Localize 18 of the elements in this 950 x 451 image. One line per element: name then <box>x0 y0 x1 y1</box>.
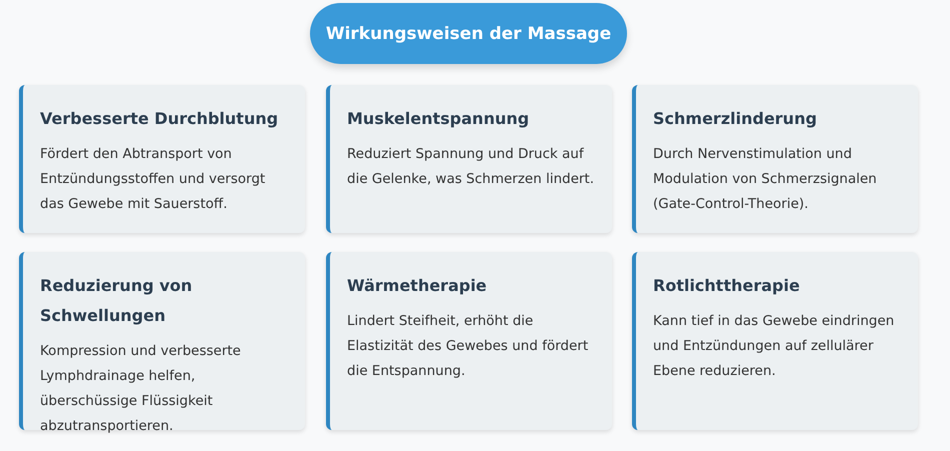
card-description: Lindert Steifheit, erhöht die Elastizität des Gewebes und fördert die Entspannung. <box>347 312 590 381</box>
info-card <box>326 252 612 430</box>
card-description: Kann tief in das Gewebe eindringen und Entzündungen auf zellulärer Ebene reduzieren. <box>653 312 896 381</box>
card-heading: Schmerzlinderung <box>653 108 818 130</box>
card-description: Reduziert Spannung und Druck auf die Gelenke, was Schmerzen lindert. <box>347 145 596 189</box>
info-card <box>632 85 918 233</box>
card-description: Durch Nervenstimulation und Modulation von Schmerzsignalen (Gate-Control-Theorie). <box>653 145 878 214</box>
card-heading: Rotlichttherapie <box>653 275 801 297</box>
card-description: Kompression und verbesserte Lymphdrainage helfen, überschüssige Flüssigkeit abzutransportieren. <box>40 342 242 436</box>
info-card <box>326 85 612 233</box>
info-card <box>632 252 918 430</box>
card-description: Fördert den Abtransport von Entzündungsstoffen und versorgt das Gewebe mit Sauerstoff. <box>40 145 266 214</box>
card-heading: Verbesserte Durchblutung <box>40 108 280 130</box>
card-heading: Muskelentspannung <box>347 108 530 130</box>
title-banner: Wirkungsweisen der Massage <box>310 3 627 64</box>
card-heading: Wärmetherapie <box>347 275 488 297</box>
card-heading: Reduzierung von Schwellungen <box>40 275 194 327</box>
info-card <box>19 85 305 233</box>
